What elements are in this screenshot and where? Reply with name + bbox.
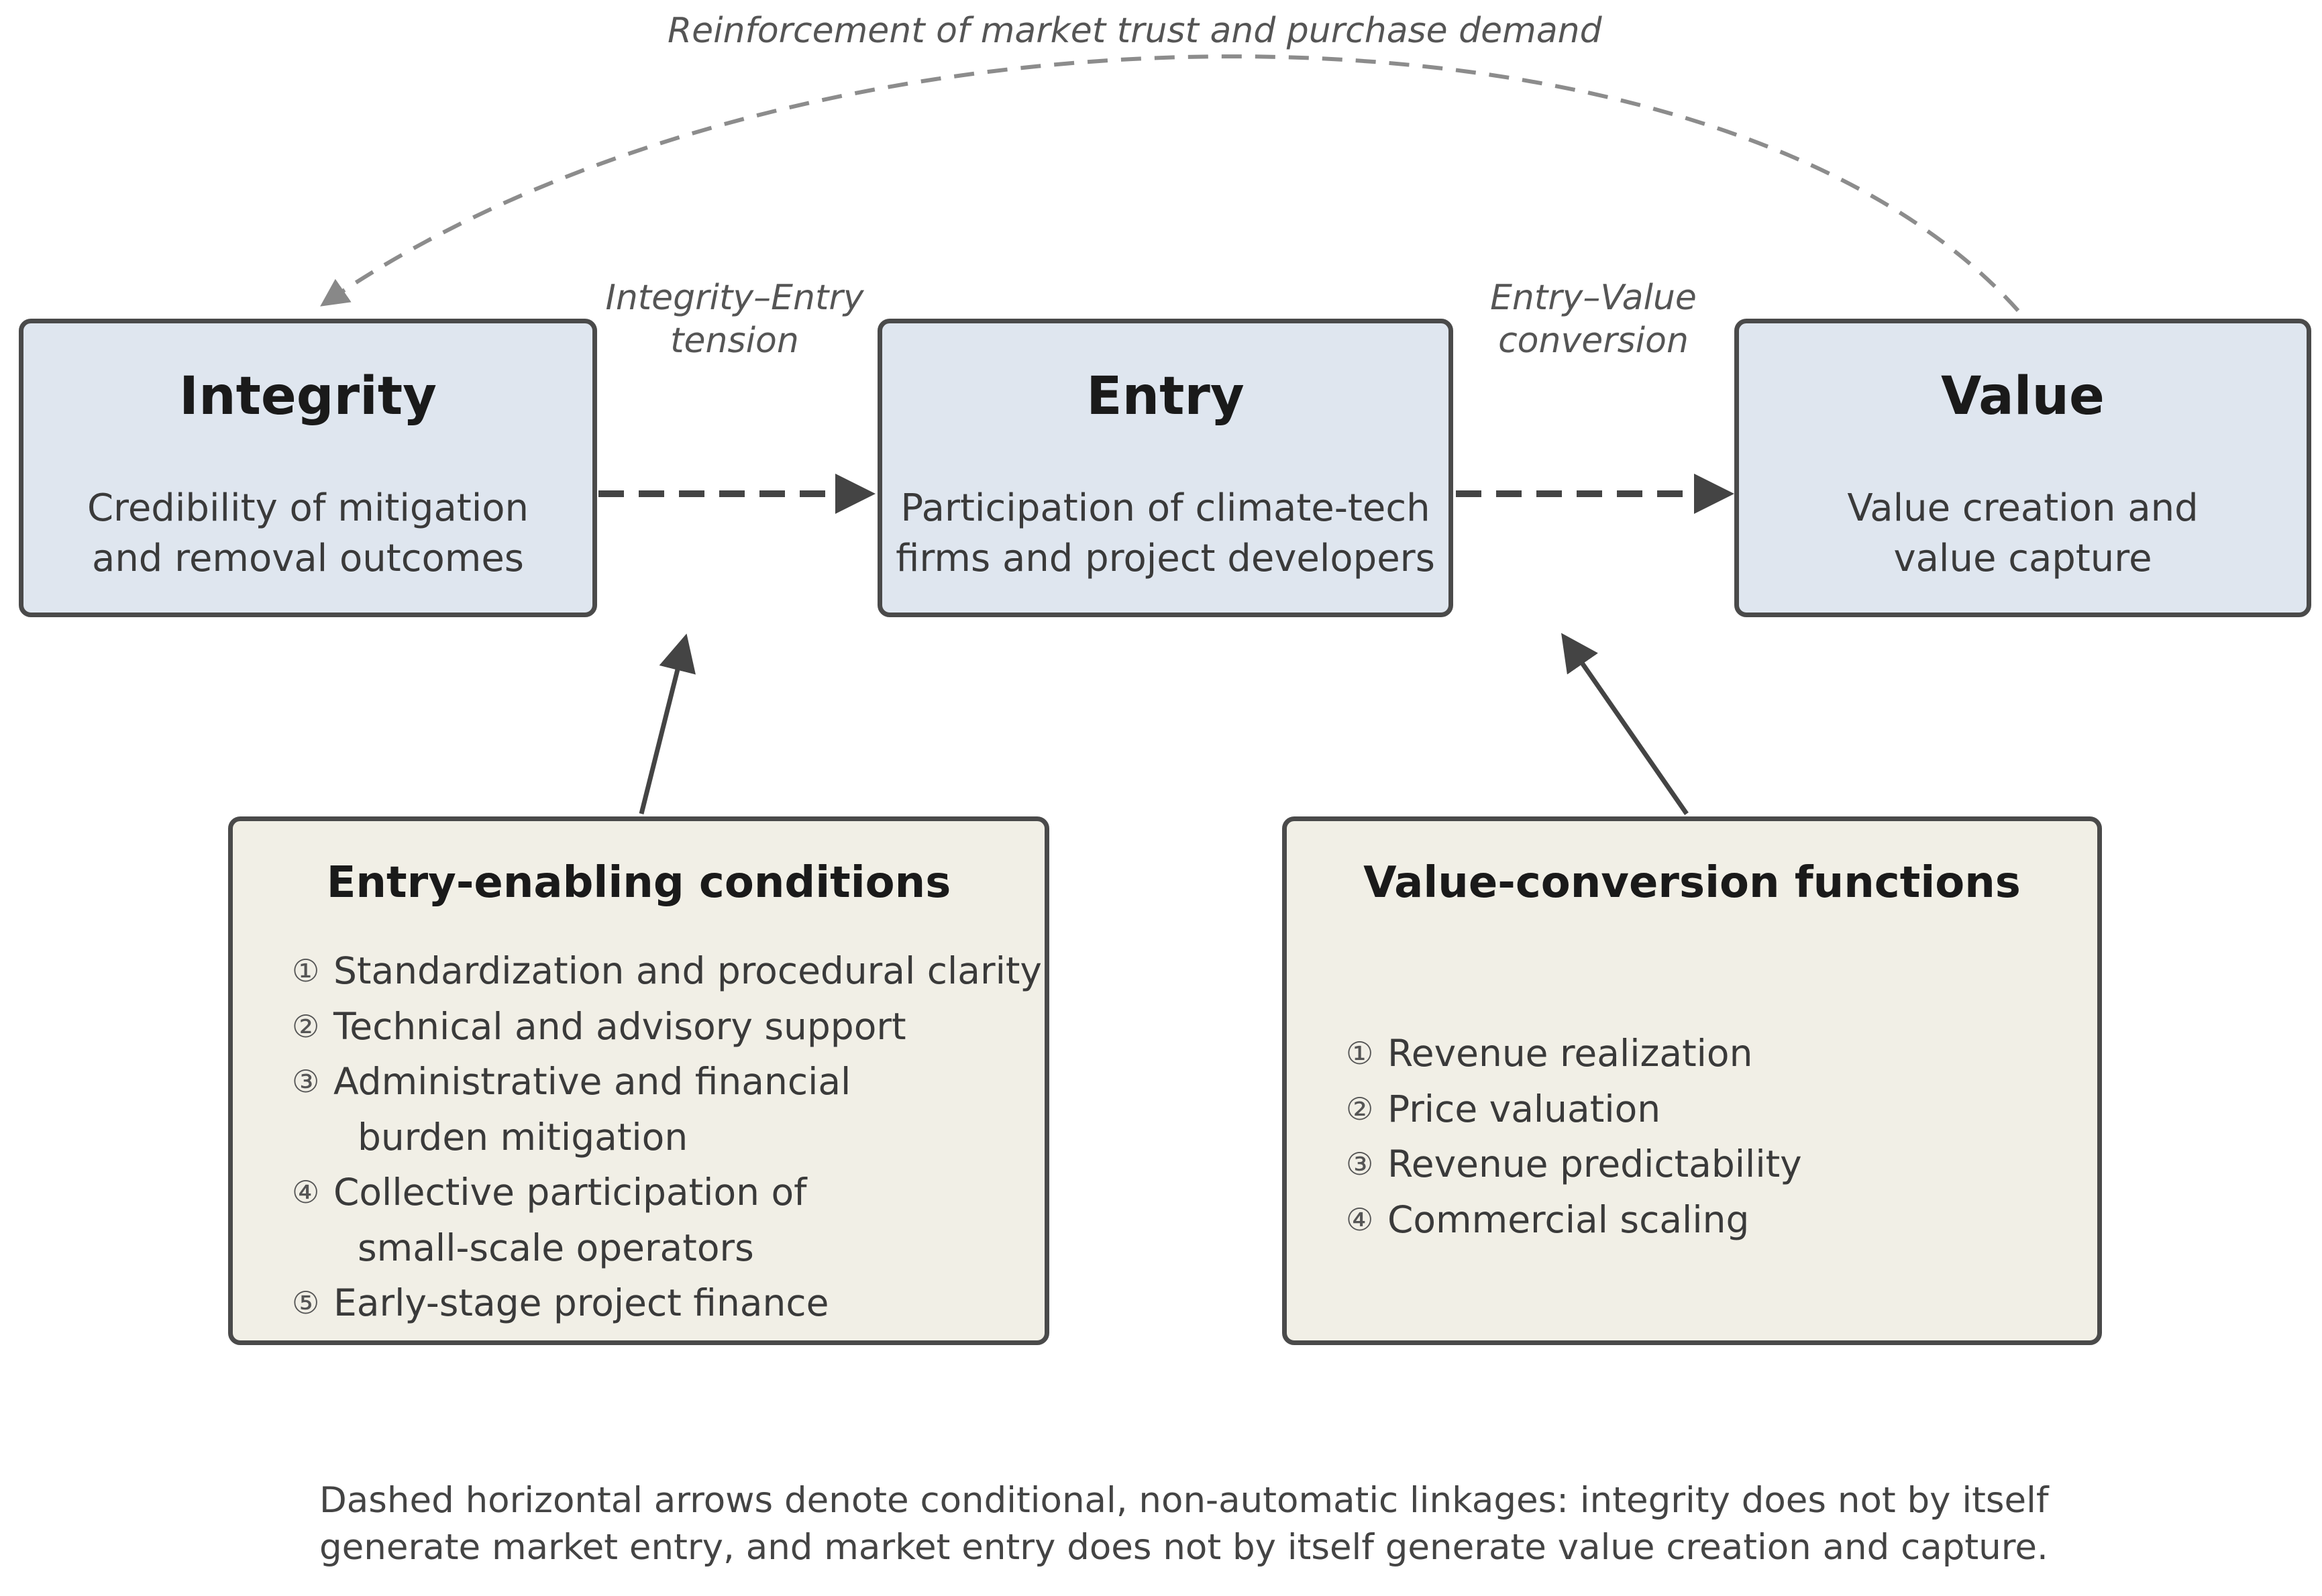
list-item: ② Technical and advisory support bbox=[292, 999, 1042, 1055]
integrity-desc-line1: Credibility of mitigation bbox=[87, 486, 529, 530]
list-item-text-line2: small-scale operators bbox=[358, 1226, 754, 1269]
list-item-text: Revenue predictability bbox=[1387, 1142, 1802, 1185]
value-functions-list: ① Revenue realization ② Price valuation … bbox=[1346, 1026, 1802, 1247]
entry-conditions-box: Entry-enabling conditions ① Standardizat… bbox=[228, 816, 1049, 1345]
list-item-text: Technical and advisory support bbox=[333, 1004, 906, 1048]
entry-desc-line1: Participation of climate-tech bbox=[900, 486, 1430, 530]
list-item-text: Revenue realization bbox=[1387, 1032, 1753, 1075]
list-item-number: ① bbox=[292, 953, 320, 989]
entry-conditions-title: Entry-enabling conditions bbox=[326, 858, 951, 908]
footnote-line1: Dashed horizontal arrows denote conditio… bbox=[319, 1480, 2049, 1521]
entry-value-label-line2: conversion bbox=[1498, 321, 1689, 361]
list-item: ① Revenue realization bbox=[1346, 1026, 1802, 1081]
list-item-text: Standardization and procedural clarity bbox=[333, 949, 1042, 992]
integrity-description: Credibility of mitigation and removal ou… bbox=[23, 483, 592, 584]
entry-value-label-line1: Entry–Value bbox=[1490, 278, 1697, 318]
list-item: ② Price valuation bbox=[1346, 1081, 1802, 1137]
conditions-arrow bbox=[639, 633, 696, 814]
value-functions-box: Value-conversion functions ① Revenue rea… bbox=[1282, 816, 2102, 1345]
list-item-number: ④ bbox=[1346, 1201, 1374, 1238]
integrity-entry-label: Integrity–Entry tension bbox=[604, 276, 865, 362]
value-desc-line1: Value creation and bbox=[1847, 486, 2199, 530]
list-item-text-line1: Administrative and financial bbox=[333, 1060, 851, 1103]
list-item-text-line2: burden mitigation bbox=[358, 1115, 688, 1159]
list-item-text: Early-stage project finance bbox=[333, 1281, 829, 1324]
list-item: ③ Revenue predictability bbox=[1346, 1136, 1802, 1192]
value-desc-line2: value capture bbox=[1893, 537, 2152, 580]
list-item-number: ③ bbox=[292, 1063, 320, 1100]
value-description: Value creation and value capture bbox=[1739, 483, 2307, 584]
footnote: Dashed horizontal arrows denote conditio… bbox=[319, 1477, 2049, 1571]
list-item: ⑤ Early-stage project finance bbox=[292, 1275, 1042, 1331]
list-item-number: ② bbox=[292, 1008, 320, 1045]
list-item: ① Standardization and procedural clarity bbox=[292, 943, 1042, 999]
list-item-number: ④ bbox=[292, 1174, 320, 1210]
list-item-text: Commercial scaling bbox=[1387, 1198, 1750, 1241]
list-item: ④ Commercial scaling bbox=[1346, 1192, 1802, 1248]
integrity-entry-label-line1: Integrity–Entry bbox=[605, 278, 864, 318]
list-item-number: ⑤ bbox=[292, 1285, 320, 1321]
list-item-number: ② bbox=[1346, 1090, 1374, 1127]
integrity-node: Integrity Credibility of mitigation and … bbox=[19, 319, 597, 617]
list-item-number: ③ bbox=[1346, 1146, 1374, 1182]
list-item: ④ Collective participation of small-scal… bbox=[292, 1165, 1042, 1275]
entry-title: Entry bbox=[1086, 366, 1245, 427]
entry-node: Entry Participation of climate-tech firm… bbox=[878, 319, 1453, 617]
entry-desc-line2: firms and project developers bbox=[896, 537, 1435, 580]
entry-value-label: Entry–Value conversion bbox=[1463, 276, 1724, 362]
list-item-text: Administrative and financial burden miti… bbox=[333, 1054, 851, 1165]
list-item: ③ Administrative and financial burden mi… bbox=[292, 1054, 1042, 1165]
value-title: Value bbox=[1941, 366, 2105, 427]
feedback-label: Reinforcement of market trust and purcha… bbox=[668, 11, 1602, 51]
value-node: Value Value creation and value capture bbox=[1734, 319, 2311, 617]
integrity-title: Integrity bbox=[179, 366, 437, 427]
footnote-line2: generate market entry, and market entry … bbox=[319, 1527, 2048, 1568]
integrity-entry-label-line2: tension bbox=[670, 321, 799, 361]
list-item-text: Collective participation of small-scale … bbox=[333, 1165, 806, 1275]
functions-arrow bbox=[1561, 633, 1689, 815]
entry-conditions-list: ① Standardization and procedural clarity… bbox=[292, 943, 1042, 1331]
list-item-text: Price valuation bbox=[1387, 1087, 1661, 1130]
list-item-number: ① bbox=[1346, 1035, 1374, 1071]
list-item-text-line1: Collective participation of bbox=[333, 1171, 807, 1214]
integrity-desc-line2: and removal outcomes bbox=[92, 537, 524, 580]
value-functions-title: Value-conversion functions bbox=[1363, 858, 2021, 908]
entry-description: Participation of climate-tech firms and … bbox=[882, 483, 1448, 584]
feedback-arrow bbox=[320, 54, 2020, 312]
